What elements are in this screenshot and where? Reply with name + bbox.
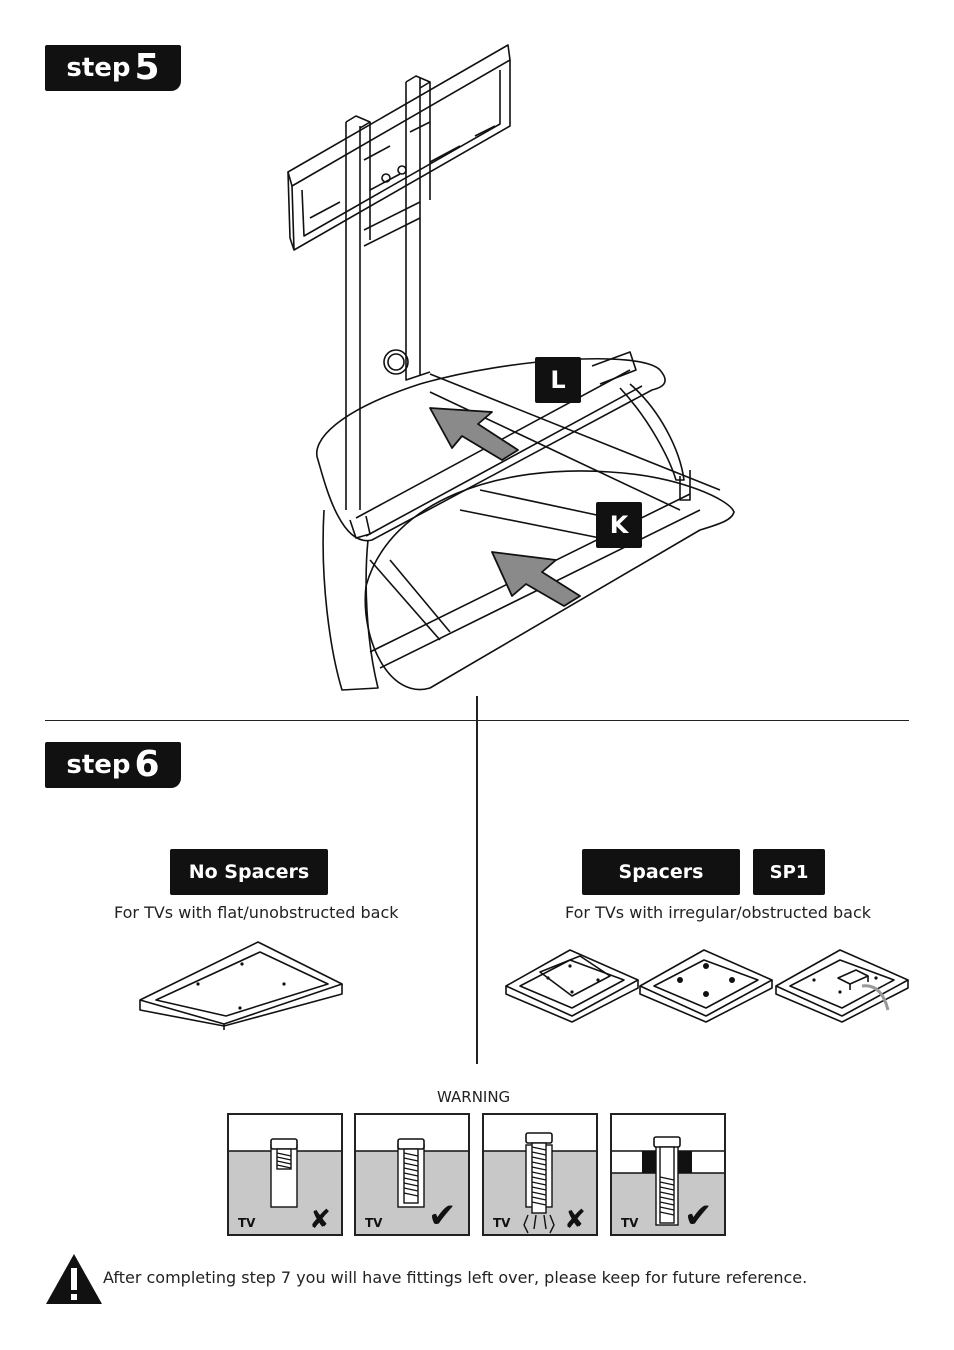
step-5-badge: step 5 — [45, 45, 181, 91]
spacers-label: Spacers — [582, 849, 740, 895]
footer-note: After completing step 7 you will have fi… — [103, 1268, 808, 1287]
warning-panel-3: TV ✘ — [482, 1113, 598, 1236]
column-divider — [476, 696, 478, 1064]
long-screw-wrong-illustration — [484, 1132, 596, 1234]
check-icon: ✔ — [684, 1196, 713, 1236]
part-label-l: L — [535, 357, 581, 403]
step-5-number: 5 — [134, 47, 160, 88]
warning-panel-4: TV ✔ — [610, 1113, 726, 1236]
spacer-screw-correct-illustration — [612, 1136, 724, 1234]
warning-triangle-icon — [46, 1254, 102, 1304]
no-spacers-caption: For TVs with flat/unobstructed back — [114, 903, 399, 922]
cross-icon: ✘ — [309, 1205, 331, 1235]
tv-label-1: TV — [238, 1216, 256, 1230]
correct-screw-illustration — [356, 1138, 468, 1234]
stand-assembly-illustration — [287, 44, 735, 691]
warning-panel-1: TV ✘ — [227, 1113, 343, 1236]
no-spacers-label: No Spacers — [170, 849, 328, 895]
irregular-tv-backs-illustration — [505, 949, 909, 1023]
check-icon: ✔ — [428, 1196, 457, 1236]
part-label-k: K — [596, 502, 642, 548]
warning-title: WARNING — [437, 1088, 511, 1106]
tv-label-4: TV — [621, 1216, 639, 1230]
step-6-word: step — [66, 750, 131, 780]
cross-icon: ✘ — [564, 1205, 586, 1235]
warning-panel-2: TV ✔ — [354, 1113, 470, 1236]
short-screw-wrong-illustration — [229, 1138, 341, 1234]
spacer-code-sp1: SP1 — [753, 849, 825, 895]
step-6-badge: step 6 — [45, 742, 181, 788]
spacers-caption: For TVs with irregular/obstructed back — [565, 903, 872, 922]
step-6-number: 6 — [134, 744, 160, 785]
tv-label-3: TV — [493, 1216, 511, 1230]
flat-tv-back-illustration — [139, 941, 343, 1030]
tv-label-2: TV — [365, 1216, 383, 1230]
step-5-word: step — [66, 53, 131, 83]
